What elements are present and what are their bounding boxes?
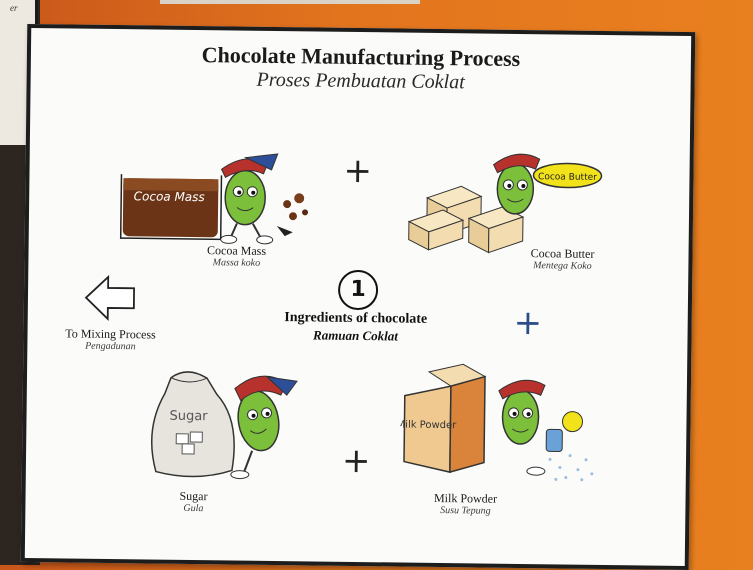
top-frame-strip [160, 0, 420, 4]
milk-powder-box: Milk Powder [400, 363, 487, 474]
cocoa-butter-sign: Cocoa Butter [532, 162, 603, 189]
sugar-sack: Sugar [151, 371, 235, 478]
milk-powder-sublabel: Susu Tepung [440, 505, 491, 517]
milk-powder-box-text: Milk Powder [400, 419, 458, 431]
sugar-sublabel: Gula [183, 502, 204, 515]
plus-sign-bottom: + [341, 440, 371, 482]
cocoa-mass-illustration: Cocoa Mass [119, 153, 309, 245]
ingredients-title: Ingredients of chocolate [284, 310, 428, 327]
adjacent-sign-text: er [10, 3, 18, 13]
plus-sign-right: + [513, 302, 543, 344]
bean-mascot-icon [492, 153, 541, 215]
scoop-icon [545, 411, 583, 452]
left-arrow-icon [84, 274, 136, 322]
cocoa-mass-sublabel: Massa koko [212, 257, 261, 269]
cocoa-mass-block [122, 178, 219, 238]
bean-mascot-icon [220, 153, 279, 245]
cocoa-butter-sublabel: Mentega Koko [533, 260, 592, 272]
milk-powder-illustration: Milk Powder [400, 363, 594, 482]
sugar-sack-text: Sugar [169, 409, 208, 424]
mixing-sublabel: Pengadunan [85, 340, 136, 353]
bean-mascot-icon [498, 379, 546, 476]
step-number-badge: 1 [337, 269, 379, 311]
cocoa-mass-box-text: Cocoa Mass [134, 189, 205, 204]
sugar-illustration: Sugar [151, 371, 298, 480]
bean-mascot-icon [230, 375, 298, 480]
butter-blocks [407, 185, 525, 254]
info-board: Chocolate Manufacturing Process Proses P… [20, 23, 696, 570]
cocoa-butter-sign-text: Cocoa Butter [538, 172, 597, 183]
ingredients-subtitle: Ramuan Coklat [312, 327, 399, 344]
plus-sign-top: + [343, 150, 373, 192]
cocoa-butter-illustration: Cocoa Butter [407, 153, 603, 254]
